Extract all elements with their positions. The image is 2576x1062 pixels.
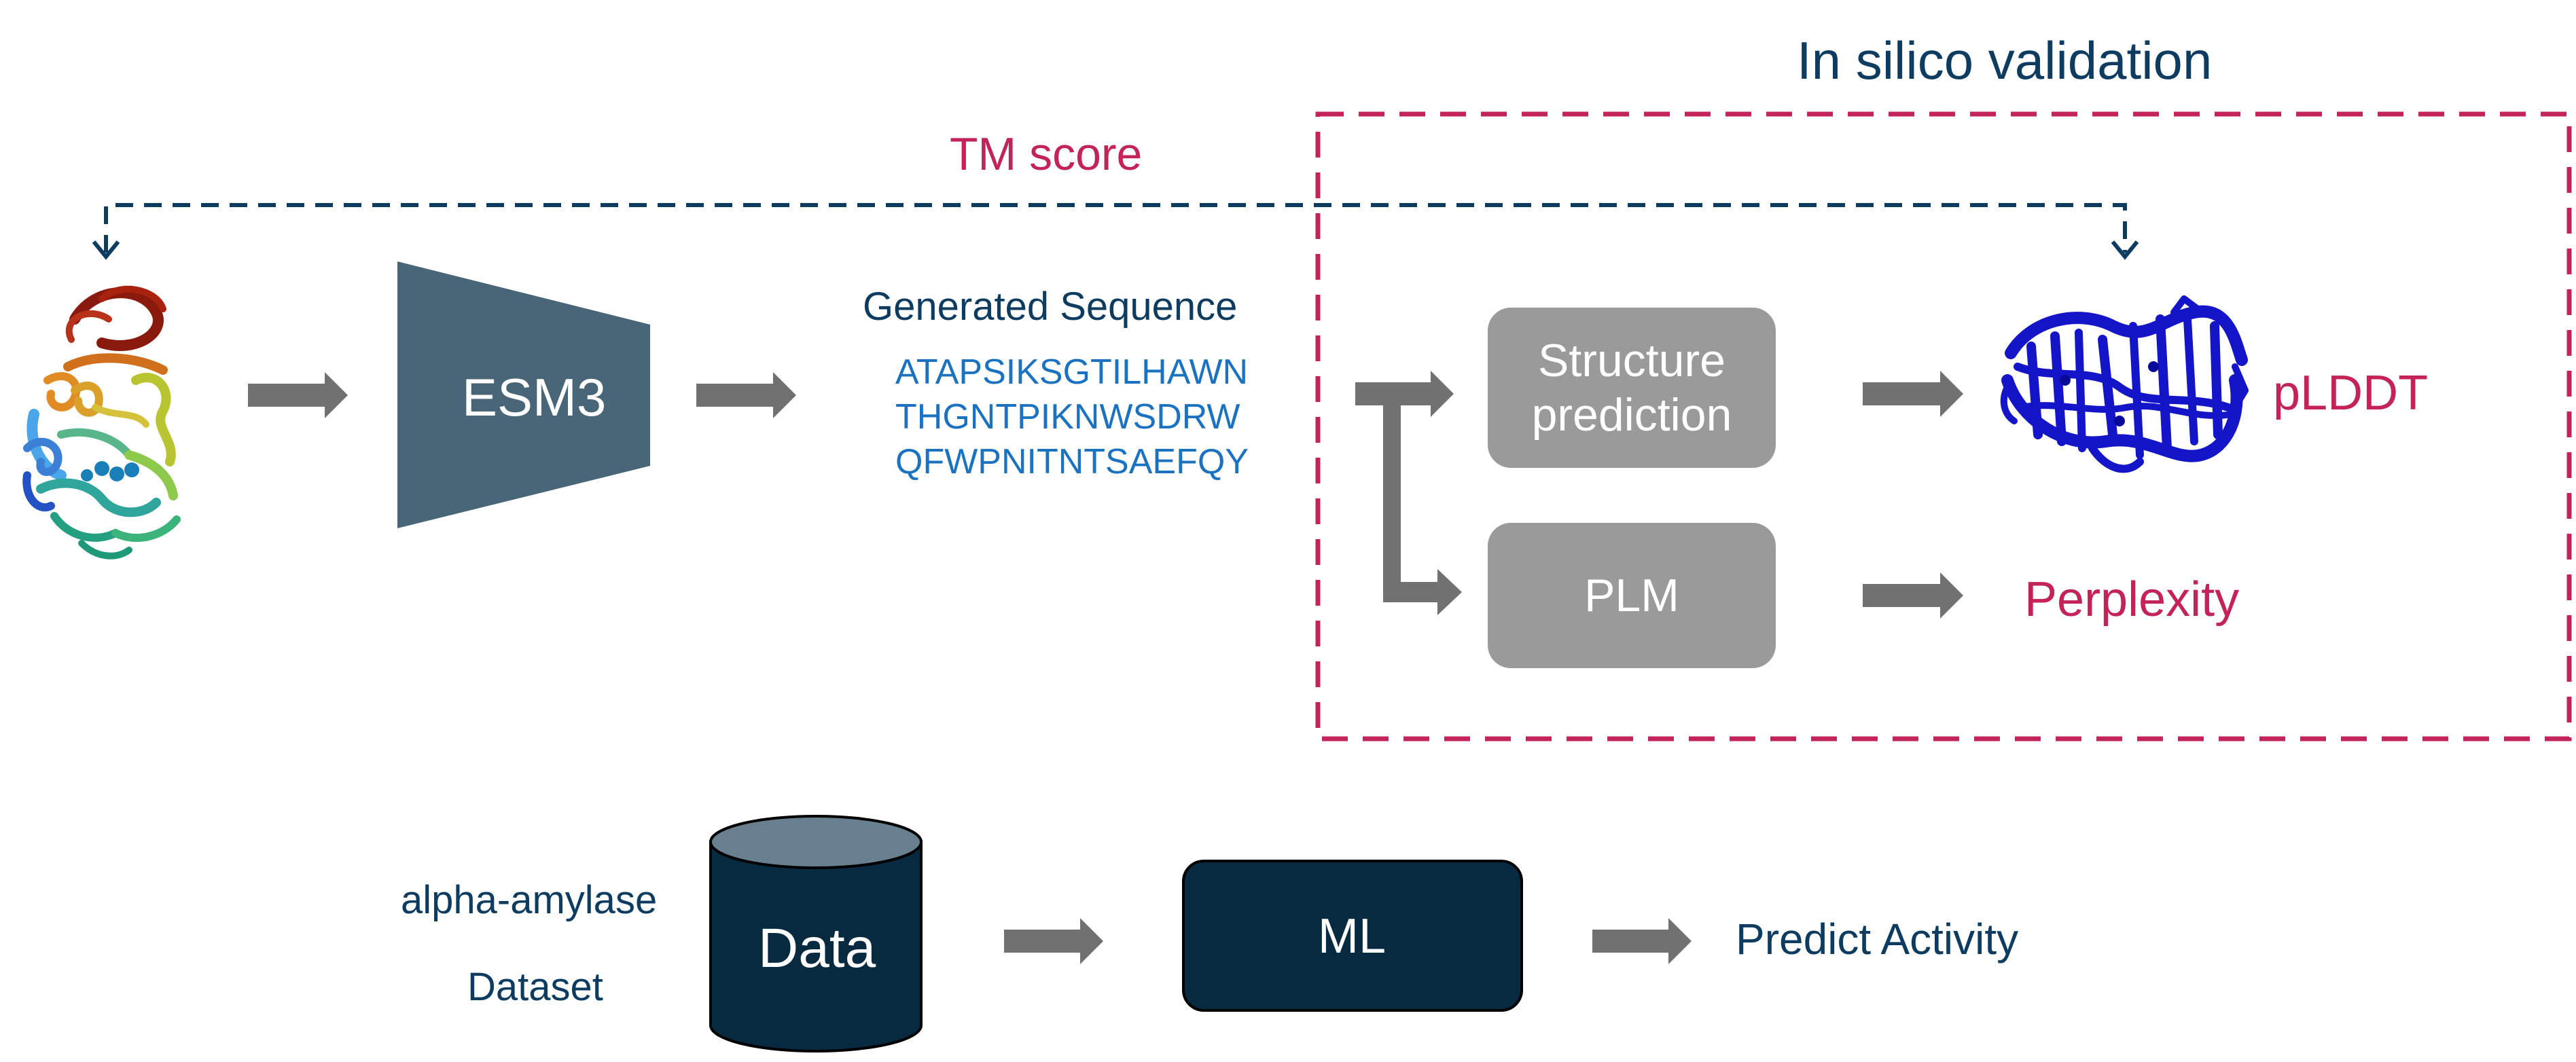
structure-prediction-label-line2: prediction xyxy=(1531,389,1732,441)
predict-activity-label: Predict Activity xyxy=(1736,915,2019,964)
sequence-line-3: QFWPNITNTSAEFQY xyxy=(895,442,1249,481)
arrow-to-structure-prediction xyxy=(1355,371,1454,417)
sequence-line-2: THGNTPIKNWSDRW xyxy=(895,397,1240,437)
sequence-line-1: ATAPSIKSGTILHAWN xyxy=(895,352,1249,392)
database-cylinder-icon xyxy=(709,815,923,1052)
ml-box xyxy=(1182,860,1523,1012)
tm-score-label: TM score xyxy=(950,128,1143,180)
arrow-data-to-ml xyxy=(1004,918,1103,964)
arrow-structure-to-protein xyxy=(1863,371,1963,417)
arrow-esm3-to-sequence xyxy=(696,372,796,418)
plm-label: PLM xyxy=(1584,569,1679,621)
plddt-label: pLDDT xyxy=(2273,366,2429,420)
structure-prediction-label-line1: Structure xyxy=(1538,334,1725,386)
arrow-plm-to-perplexity xyxy=(1863,572,1963,619)
dataset-label-line2: Dataset xyxy=(467,965,603,1009)
perplexity-label: Perplexity xyxy=(2024,572,2240,627)
plm-box: PLM xyxy=(1488,523,1776,668)
arrow-protein-to-esm3 xyxy=(248,372,348,418)
ml-label: ML xyxy=(1318,909,1387,964)
arrow-to-plm xyxy=(1383,405,1462,615)
sequence-title: Generated Sequence xyxy=(863,285,1238,329)
protein-structure-rainbow-icon xyxy=(22,285,181,560)
tm-score-connector xyxy=(104,203,2127,253)
esm3-label: ESM3 xyxy=(462,367,607,427)
tm-score-arrowheads xyxy=(92,240,2139,260)
data-cylinder-label: Data xyxy=(758,917,876,979)
protein-structure-blue-icon xyxy=(2000,295,2249,473)
validation-title: In silico validation xyxy=(1797,31,2213,90)
structure-prediction-box: Structure prediction xyxy=(1488,308,1776,468)
dataset-label-line1: alpha-amylase xyxy=(401,878,658,922)
validation-frame xyxy=(1315,111,2572,741)
flow-arrows xyxy=(248,371,1963,964)
esm3-trapezoid xyxy=(397,261,650,528)
arrow-ml-to-predict xyxy=(1592,918,1692,964)
